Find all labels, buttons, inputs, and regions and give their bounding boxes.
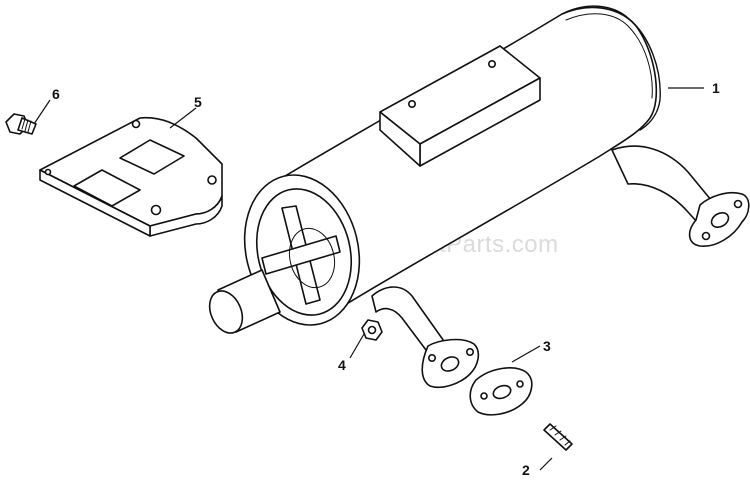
callout-3: 3 [543,338,551,354]
hex-nut [361,319,383,341]
exhaust-gasket [469,367,533,416]
hex-bolt [5,113,37,135]
bracket-slot-lower [73,169,141,207]
callout-6: 6 [52,86,60,102]
callout-1: 1 [712,80,720,96]
muffler-lower-outlet-pipe [371,286,480,389]
muffler-top-bracket [379,45,541,167]
muffler-right-outlet-pipe [611,145,750,247]
bracket-slot-upper [119,139,185,175]
muffler-inlet-pipe [208,269,281,334]
callout-4: 4 [338,357,346,373]
callout-5: 5 [194,94,202,110]
muffler [208,5,750,389]
callout-2: 2 [522,462,530,478]
mounting-bracket-plate [39,116,223,237]
threaded-stud [543,423,573,451]
muffler-front-end-face [243,174,361,326]
muffler-right-end-cap [561,5,661,131]
leader-lines [33,87,704,471]
